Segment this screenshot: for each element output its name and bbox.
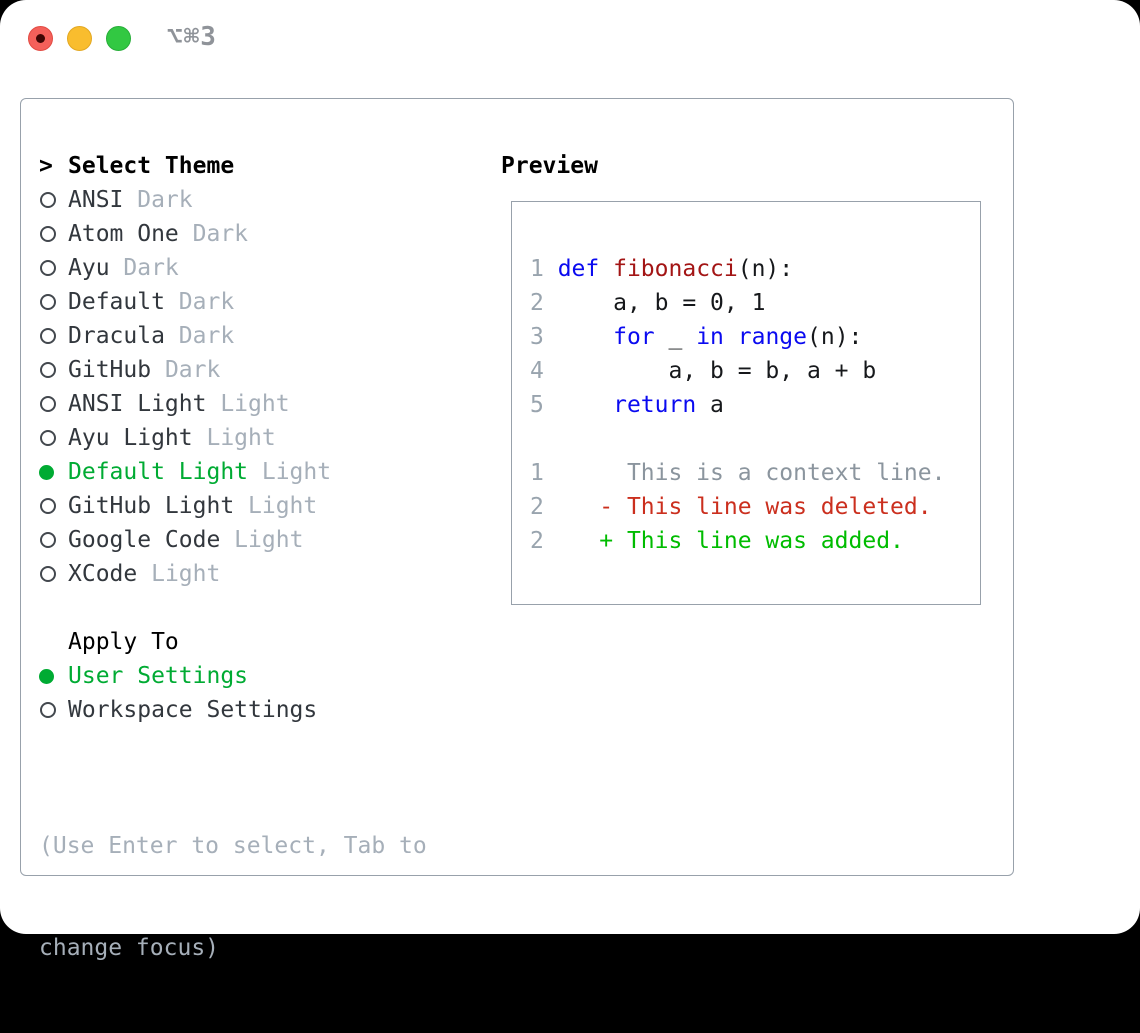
zoom-button[interactable] (106, 26, 131, 51)
theme-option[interactable]: Atom One Dark (39, 217, 331, 251)
theme-option-label: Default Light (68, 459, 249, 485)
theme-variant-tag: Dark (109, 255, 179, 281)
help-text-line: (Use Enter to select, Tab to (39, 833, 427, 859)
theme-option-label: Google Code (68, 527, 221, 553)
theme-variant-tag: Light (137, 561, 221, 587)
line-number: 4 (530, 358, 558, 384)
line-number: 5 (530, 392, 558, 418)
theme-variant-tag: Light (248, 459, 332, 485)
theme-variant-tag: Light (206, 391, 290, 417)
preview-code-line: 3 for _ in range(n): (530, 324, 863, 350)
apply-to-header: Apply To (39, 625, 317, 659)
theme-option[interactable]: XCode Light (39, 557, 331, 591)
blank-line (530, 422, 980, 456)
radio-selected-icon (39, 668, 68, 684)
radio-icon (39, 396, 68, 412)
line-number: 2 (530, 494, 558, 520)
theme-option-label: ANSI (68, 187, 124, 213)
radio-icon (39, 226, 68, 242)
line-number: 1 (530, 460, 558, 486)
theme-variant-tag: Dark (123, 187, 193, 213)
theme-list-title: Select Theme (68, 153, 235, 179)
theme-option[interactable]: Default Dark (39, 285, 331, 319)
theme-variant-tag: Dark (164, 289, 235, 315)
preview-code-line: 2 + This line was added. (530, 528, 904, 554)
theme-option-label: Atom One (68, 221, 179, 247)
theme-option-label: Ayu (68, 255, 110, 281)
preview-code-line: 4 a, b = b, a + b (530, 358, 877, 384)
radio-icon (39, 532, 68, 548)
theme-option[interactable]: Ayu Light Light (39, 421, 331, 455)
close-dot-icon (36, 34, 45, 43)
preview-title: Preview (501, 153, 598, 179)
apply-to-option-label: Workspace Settings (68, 697, 318, 723)
preview-code-line: 1 def fibonacci(n): (530, 256, 794, 282)
radio-icon (39, 498, 68, 514)
theme-option-label: Default (68, 289, 165, 315)
radio-icon (39, 260, 68, 276)
radio-icon (39, 702, 68, 718)
theme-variant-tag: Dark (164, 323, 235, 349)
theme-option-label: GitHub (68, 357, 152, 383)
theme-variant-tag: Light (192, 425, 276, 451)
help-text: (Use Enter to select, Tab to change focu… (39, 761, 427, 1033)
apply-to-title: Apply To (68, 629, 179, 655)
radio-icon (39, 566, 68, 582)
theme-option-label: ANSI Light (68, 391, 207, 417)
line-number: 1 (530, 256, 558, 282)
theme-option-label: GitHub Light (68, 493, 235, 519)
radio-icon (39, 328, 68, 344)
title-bar: ⌥⌘3 (0, 0, 1140, 76)
help-text-line: change focus) (39, 935, 220, 961)
line-number: 2 (530, 290, 558, 316)
theme-option[interactable]: Dracula Dark (39, 319, 331, 353)
theme-variant-tag: Dark (151, 357, 221, 383)
line-number: 2 (530, 528, 558, 554)
close-button[interactable] (28, 26, 53, 51)
theme-variant-tag: Dark (178, 221, 249, 247)
theme-option[interactable]: ANSI Dark (39, 183, 331, 217)
apply-to-option[interactable]: Workspace Settings (39, 693, 317, 727)
line-number: 3 (530, 324, 558, 350)
radio-selected-icon (39, 464, 68, 480)
preview-code-line: 2 a, b = 0, 1 (530, 290, 766, 316)
theme-variant-tag: Light (234, 493, 318, 519)
theme-option[interactable]: Default Light Light (39, 455, 331, 489)
minimize-button[interactable] (67, 26, 92, 51)
radio-icon (39, 192, 68, 208)
radio-icon (39, 294, 68, 310)
preview-pane: 1 def fibonacci(n): 2 a, b = 0, 1 3 for _ … (511, 201, 981, 605)
preview-code-line: 1 This is a context line. (530, 460, 946, 486)
preview-code-line: 2 - This line was deleted. (530, 494, 932, 520)
theme-option[interactable]: GitHub Dark (39, 353, 331, 387)
theme-option-label: Ayu Light (68, 425, 193, 451)
apply-to-option-label: User Settings (68, 663, 249, 689)
apply-to-option[interactable]: User Settings (39, 659, 317, 693)
radio-icon (39, 362, 68, 378)
preview-code-line: 5 return a (530, 392, 724, 418)
theme-option-label: XCode (68, 561, 138, 587)
keyboard-shortcut-label: ⌥⌘3 (167, 22, 217, 52)
theme-option[interactable]: Ayu Dark (39, 251, 331, 285)
radio-icon (39, 430, 68, 446)
theme-variant-tag: Light (220, 527, 304, 553)
theme-list-header: > Select Theme (39, 149, 331, 183)
focus-cursor-icon: > (39, 153, 53, 179)
theme-option-label: Dracula (68, 323, 165, 349)
theme-option[interactable]: Google Code Light (39, 523, 331, 557)
theme-option[interactable]: GitHub Light Light (39, 489, 331, 523)
theme-option[interactable]: ANSI Light Light (39, 387, 331, 421)
